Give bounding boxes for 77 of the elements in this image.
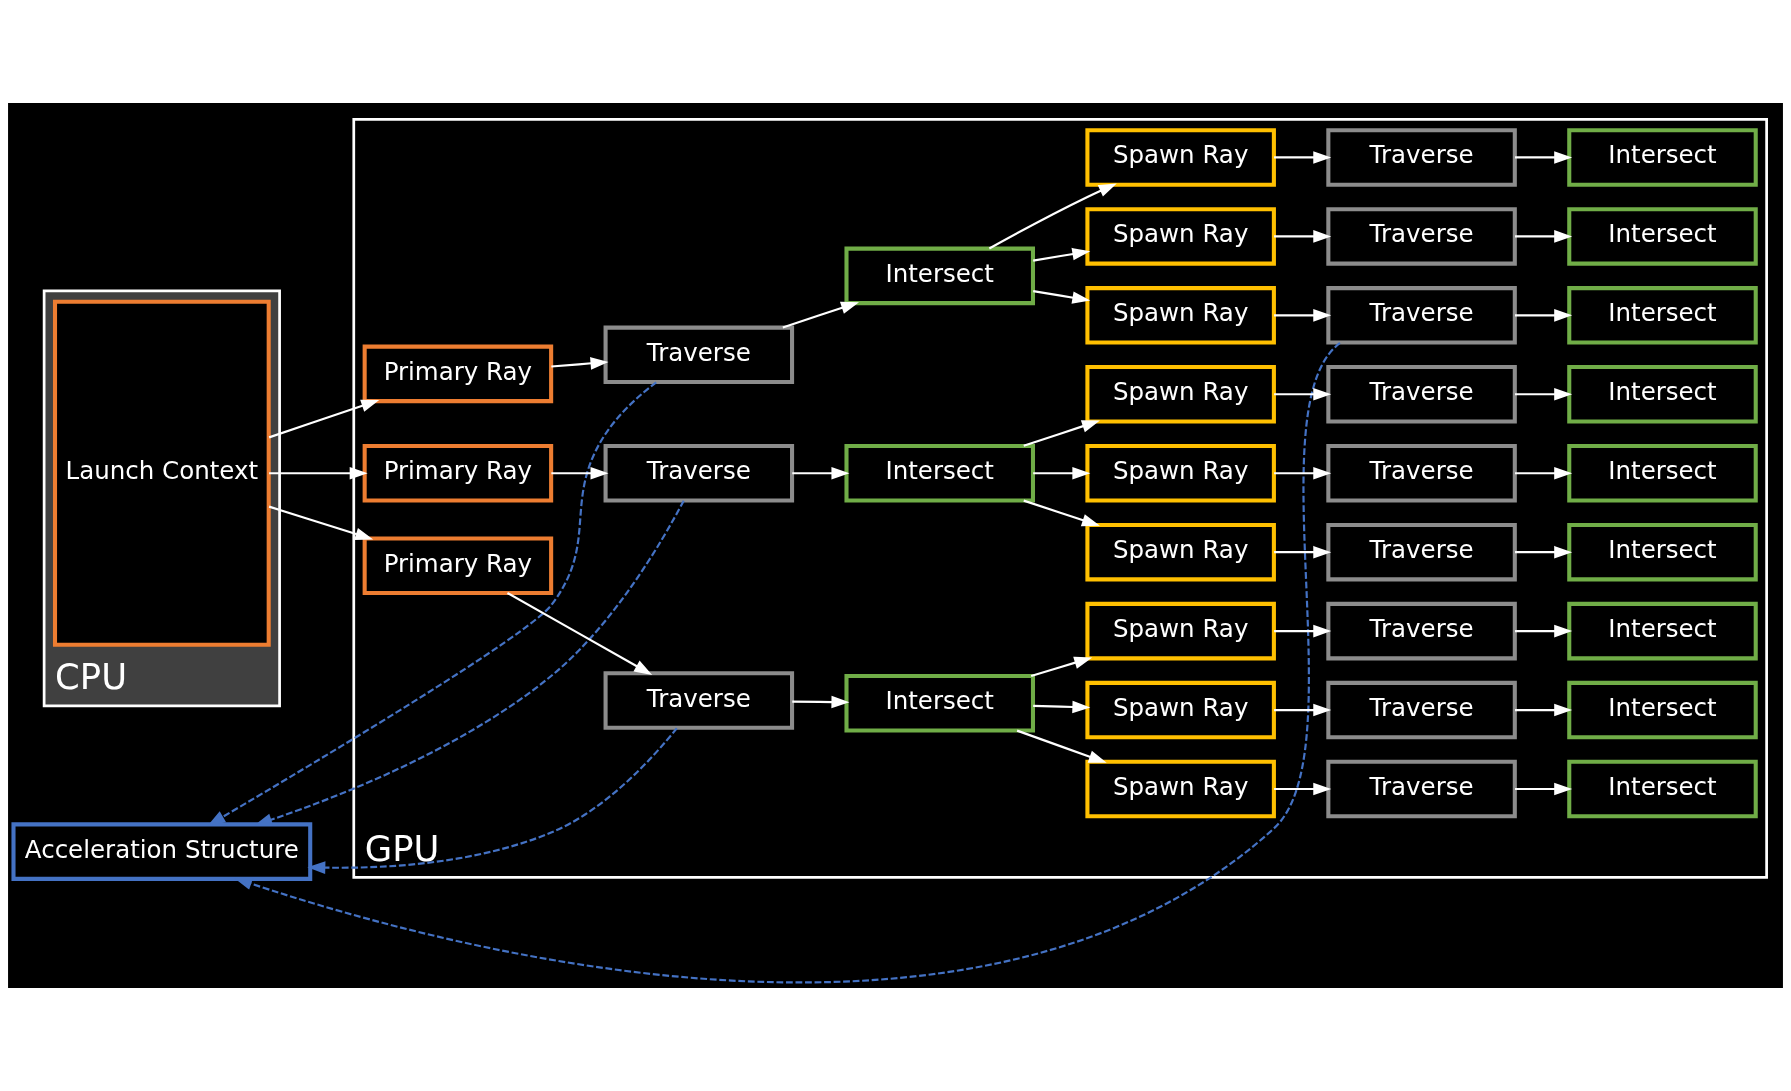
arrow bbox=[1515, 624, 1573, 638]
arrow bbox=[1274, 703, 1332, 717]
arrow bbox=[792, 466, 850, 480]
node-box: Spawn Ray bbox=[1085, 365, 1276, 424]
arrow bbox=[1016, 729, 1107, 763]
arrow bbox=[268, 505, 374, 541]
arrow bbox=[551, 357, 609, 370]
arrow bbox=[1515, 782, 1573, 796]
node-box: Intersect bbox=[1567, 759, 1758, 819]
node-box: Spawn Ray bbox=[1085, 207, 1276, 266]
node-box: Launch Context bbox=[52, 299, 271, 647]
arrow bbox=[1033, 290, 1091, 304]
node-box: Traverse bbox=[1326, 522, 1517, 582]
arrow bbox=[506, 592, 653, 675]
arrow bbox=[254, 500, 685, 826]
node-box: Intersect bbox=[844, 246, 1035, 306]
arrow bbox=[1274, 466, 1332, 480]
node-box: Intersect bbox=[1567, 365, 1758, 424]
node-box: Traverse bbox=[1326, 128, 1517, 187]
node-box: Traverse bbox=[603, 671, 795, 730]
arrow bbox=[1023, 420, 1100, 447]
arrow bbox=[269, 466, 368, 480]
node-box: Intersect bbox=[1567, 680, 1758, 740]
arrow bbox=[1274, 388, 1332, 401]
node-box: Traverse bbox=[1326, 759, 1517, 819]
node-box: Spawn Ray bbox=[1085, 286, 1276, 345]
node-box: Primary Ray bbox=[362, 443, 554, 503]
node-box: Traverse bbox=[603, 325, 795, 385]
node-box: Intersect bbox=[844, 674, 1035, 733]
node-box: Traverse bbox=[1326, 443, 1517, 503]
arrow bbox=[207, 381, 657, 826]
node-box: Intersect bbox=[1567, 128, 1758, 187]
arrow bbox=[307, 727, 678, 874]
node-box: Traverse bbox=[1326, 601, 1517, 661]
node-box: Intersect bbox=[1567, 207, 1758, 266]
node-box: Spawn Ray bbox=[1085, 680, 1276, 740]
node-box: Intersect bbox=[1567, 443, 1758, 503]
arrow bbox=[1515, 230, 1573, 243]
arrow bbox=[1515, 309, 1573, 322]
node-box: Intersect bbox=[1567, 601, 1758, 661]
arrow bbox=[988, 183, 1117, 250]
arrow bbox=[1274, 151, 1332, 164]
arrow bbox=[551, 466, 609, 480]
arrow bbox=[1274, 309, 1332, 322]
node-box: Spawn Ray bbox=[1085, 601, 1276, 661]
arrow bbox=[1023, 499, 1100, 527]
arrow bbox=[1033, 247, 1091, 262]
node-box: Spawn Ray bbox=[1085, 128, 1276, 187]
node-box: Traverse bbox=[1326, 680, 1517, 740]
arrow bbox=[1515, 545, 1573, 559]
node-box: Spawn Ray bbox=[1085, 443, 1276, 503]
node-box: Traverse bbox=[603, 443, 795, 503]
arrow bbox=[1274, 545, 1332, 559]
arrow bbox=[1515, 703, 1573, 717]
arrow bbox=[792, 695, 850, 709]
arrow bbox=[1274, 624, 1332, 638]
arrow bbox=[1515, 151, 1573, 164]
node-box: Spawn Ray bbox=[1085, 522, 1276, 582]
arrow bbox=[1274, 230, 1332, 243]
arrow bbox=[1033, 466, 1091, 480]
node-box: Spawn Ray bbox=[1085, 759, 1276, 819]
node-box: Traverse bbox=[1326, 207, 1517, 266]
arrow bbox=[1033, 700, 1091, 714]
arrow bbox=[1274, 782, 1332, 796]
arrow bbox=[1515, 466, 1573, 480]
node-box: Traverse bbox=[1326, 365, 1517, 424]
node-box: Primary Ray bbox=[362, 536, 554, 596]
node-box: Intersect bbox=[844, 443, 1035, 503]
arrow bbox=[1030, 656, 1093, 678]
node-box: Intersect bbox=[1567, 522, 1758, 582]
node-box: Primary Ray bbox=[362, 344, 554, 404]
node-box: Traverse bbox=[1326, 286, 1517, 345]
node-box: Intersect bbox=[1567, 286, 1758, 345]
node-box: Acceleration Structure bbox=[11, 822, 313, 881]
arrow bbox=[1515, 388, 1573, 401]
arrow bbox=[268, 399, 380, 439]
arrow bbox=[782, 301, 859, 329]
